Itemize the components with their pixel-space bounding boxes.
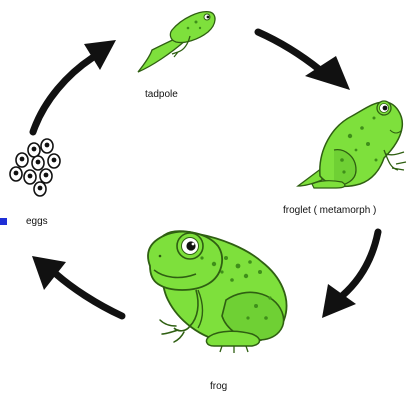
arrow-tadpole-to-froglet [258, 32, 350, 90]
label-eggs: eggs [26, 216, 48, 228]
blue-marker [0, 218, 7, 225]
froglet-illustration [298, 101, 406, 188]
arrow-frog-to-eggs [32, 256, 122, 316]
label-tadpole: tadpole [145, 89, 178, 101]
arrow-froglet-to-frog [322, 232, 378, 318]
frog-illustration [148, 231, 287, 353]
label-froglet: froglet ( metamorph ) [283, 205, 376, 217]
tadpole-illustration [138, 12, 215, 72]
label-frog: frog [210, 381, 227, 393]
arrow-eggs-to-tadpole [33, 40, 116, 132]
